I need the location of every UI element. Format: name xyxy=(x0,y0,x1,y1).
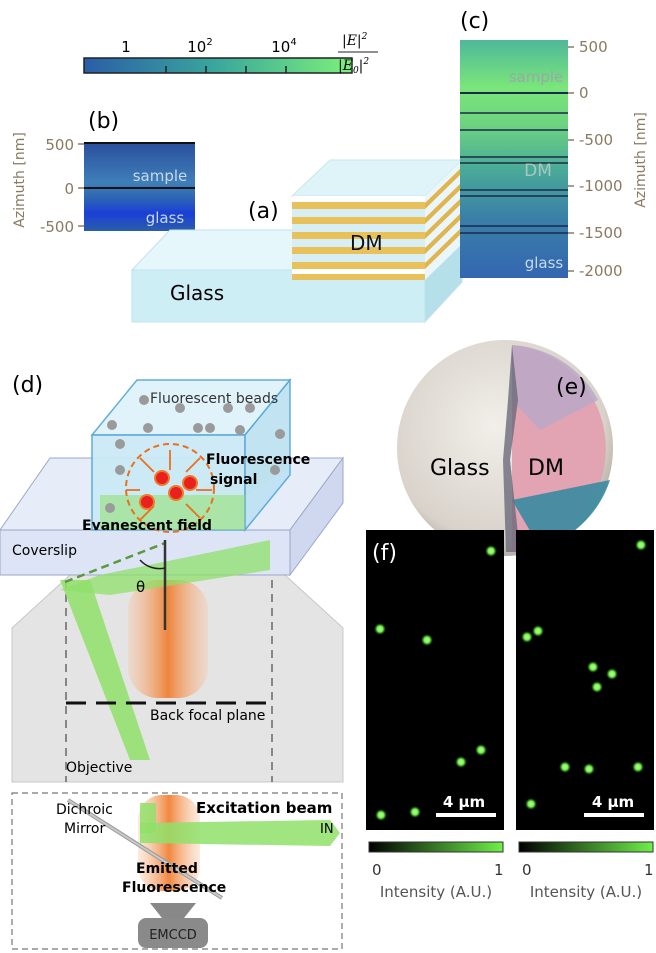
signal-label-2: signal xyxy=(210,472,257,488)
panel-b-ylabel: Azimuth [nm] xyxy=(12,132,28,228)
detection-box: Dichroic Mirror Excitation beam IN Emitt… xyxy=(11,792,343,950)
panel-c-tick-neg1000: -1000 xyxy=(579,177,623,195)
bead-container: Fluorescent beads Fluorescence signal Ev… xyxy=(82,377,310,534)
panel-d: (d) Back focal plane Objective Coverslip… xyxy=(0,373,344,950)
scalebar-label-left: 4 μm xyxy=(443,793,485,811)
panel-a-glass-label: Glass xyxy=(170,281,224,305)
panel-label-a: (a) xyxy=(248,199,279,224)
dichroic-label-1: Dichroic xyxy=(56,802,113,818)
coverslip-label: Coverslip xyxy=(12,543,77,559)
dichroic-label-2: Mirror xyxy=(64,821,105,837)
colorbar-unit-denominator: |E0|2 xyxy=(338,57,369,76)
panel-c: (c) sample DM glass 500 0 -500 -1000 -15… xyxy=(460,9,649,280)
panel-a-dm-label: DM xyxy=(350,231,383,255)
panel-c-dm-label: DM xyxy=(524,161,552,181)
panel-e: (e) Glass DM xyxy=(397,340,613,556)
cbar-right-label: Intensity (A.U.) xyxy=(530,883,642,901)
panel-e-dm-label: DM xyxy=(528,456,564,481)
colorbar-tick-2: 102 xyxy=(187,37,212,56)
panel-c-ylabel: Azimuth [nm] xyxy=(633,112,649,208)
colorbar-tick-1: 1 xyxy=(121,38,131,56)
beads-dm xyxy=(521,539,647,810)
fluor-image-glass xyxy=(366,530,504,830)
intensity-colorbar-left xyxy=(368,841,504,853)
panel-label-d: (d) xyxy=(12,373,43,398)
excitation-label: Excitation beam xyxy=(196,799,332,817)
panel-label-e: (e) xyxy=(556,375,587,400)
panel-b-tick-500: 500 xyxy=(45,136,74,154)
cbar-right-max: 1 xyxy=(644,861,654,879)
emitted-label-1: Emitted xyxy=(136,861,198,877)
panel-b-tick-neg500: -500 xyxy=(40,218,74,236)
in-label: IN xyxy=(320,822,334,837)
beads-label: Fluorescent beads xyxy=(150,391,278,407)
panel-c-tick-0: 0 xyxy=(579,84,589,102)
emitted-label-2: Fluorescence xyxy=(122,880,226,896)
panel-label-f: (f) xyxy=(372,541,397,566)
panel-b-glass-label: glass xyxy=(146,209,185,227)
dm-stack: DM xyxy=(290,159,464,280)
panel-e-glass-label: Glass xyxy=(430,456,490,481)
panel-c-tick-neg2000: -2000 xyxy=(579,262,623,280)
cbar-left-min: 0 xyxy=(372,861,382,879)
colorbar-top: 1 102 104 |E|2 |E0|2 xyxy=(83,32,378,76)
panel-c-tick-neg500: -500 xyxy=(579,131,613,149)
panel-f: (f) 4 μm 4 μm 0 1 0 xyxy=(366,530,654,901)
scalebar-right xyxy=(584,813,644,817)
colorbar-tick-3: 104 xyxy=(271,37,296,56)
panel-c-glass-label: glass xyxy=(525,254,564,272)
panel-c-tick-500: 500 xyxy=(579,38,608,56)
objective-label: Objective xyxy=(66,760,132,776)
intensity-colorbar-right xyxy=(518,841,654,853)
cbar-left-label: Intensity (A.U.) xyxy=(380,883,492,901)
theta-label: θ xyxy=(136,578,145,596)
panel-label-b: (b) xyxy=(88,109,119,134)
signal-label-1: Fluorescence xyxy=(206,452,310,468)
panel-b: (b) sample glass 500 0 -500 Azimuth [nm] xyxy=(12,109,195,236)
panel-b-sample-label: sample xyxy=(133,167,188,185)
fluor-image-dm xyxy=(516,530,654,830)
colorbar-unit-numerator: |E|2 xyxy=(342,32,368,49)
cbar-right-min: 0 xyxy=(522,861,532,879)
emccd-camera xyxy=(138,918,208,948)
cbar-left-max: 1 xyxy=(494,861,504,879)
panel-a: (a) Glass DM xyxy=(130,159,464,324)
bfp-label: Back focal plane xyxy=(150,708,265,724)
panel-c-sample-label: sample xyxy=(509,68,564,86)
panel-c-tick-neg1500: -1500 xyxy=(579,224,623,242)
panel-label-c: (c) xyxy=(460,9,489,34)
emccd-label: EMCCD xyxy=(149,928,197,943)
scalebar-label-right: 4 μm xyxy=(592,793,634,811)
colorbar-top-gradient xyxy=(83,57,353,74)
evanescent-label: Evanescent field xyxy=(82,518,212,534)
panel-c-field-map xyxy=(460,40,568,278)
scalebar-left xyxy=(436,813,496,817)
panel-b-tick-0: 0 xyxy=(64,180,74,198)
beads-glass xyxy=(374,545,497,821)
